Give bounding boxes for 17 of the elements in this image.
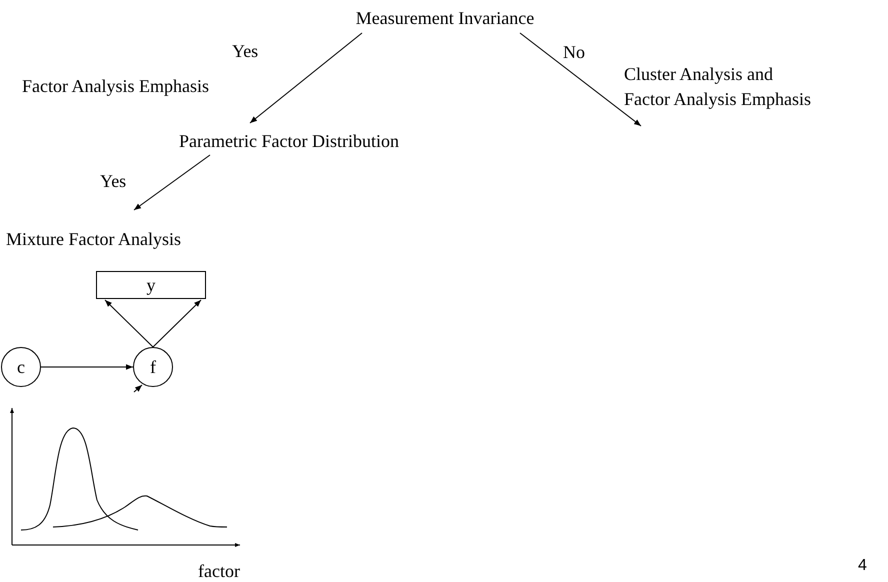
arrow (250, 32, 362, 124)
arrow (152, 300, 202, 348)
latent-factor-circle: f (133, 347, 173, 387)
arrow (104, 300, 154, 348)
arrow (134, 154, 210, 210)
decision-text: Parametric Factor Distribution (140, 128, 438, 154)
arrow (134, 384, 142, 392)
annotation-text: Factor Analysis Emphasis (22, 75, 209, 97)
observed-variable-box: y (96, 271, 206, 299)
arrow (520, 32, 642, 126)
decision-text: Measurement Invariance (325, 4, 565, 32)
axis-label: factor (198, 560, 240, 582)
outcome-text: Mixture Factor Analysis (6, 226, 250, 252)
page-number: 4 (858, 556, 867, 576)
outcome-text: Cluster Analysis and Factor Analysis Emphasis (624, 60, 818, 114)
latent-class-circle: c (1, 347, 41, 387)
arrow (40, 364, 134, 370)
